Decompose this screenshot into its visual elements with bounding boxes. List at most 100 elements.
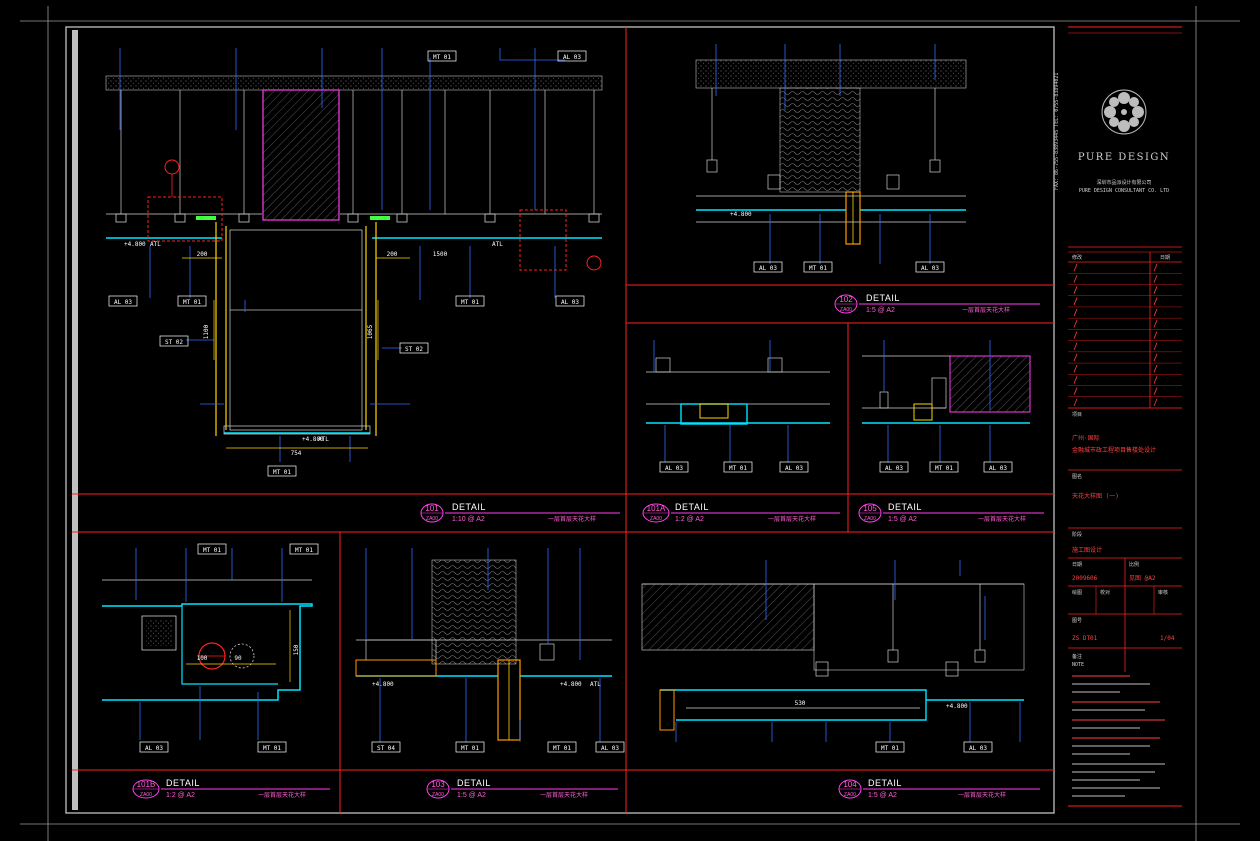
- drawing-name: 天花大样图 (一): [1072, 492, 1119, 500]
- detail-title: 一层首层天花大样: [962, 306, 1010, 314]
- tag-mt01: MT 01: [455, 741, 485, 753]
- date-label: 日期: [1072, 562, 1082, 568]
- drawing-label: 图名: [1072, 473, 1082, 480]
- level-mark: +4.800: [560, 681, 582, 688]
- tag-mt01: MT 01: [723, 461, 753, 473]
- number-label: 图号: [1072, 618, 1082, 624]
- svg-text:MT 01: MT 01: [295, 547, 313, 554]
- dim-100: 100: [197, 655, 208, 662]
- detail-105-drawing: [862, 340, 1031, 462]
- notes-body: [1072, 675, 1165, 797]
- level-mark: +4.800: [730, 211, 752, 218]
- detail-scale: 1:5 @ A2: [866, 307, 895, 314]
- detail-scale: 1:10 @ A2: [452, 516, 485, 523]
- drawn-label: 绘图: [1072, 589, 1082, 596]
- svg-text:MT 01: MT 01: [183, 299, 201, 306]
- detail-title: 一层首层天花大样: [258, 791, 306, 799]
- company-name-en: PURE DESIGN CONSULTANT CO. LTD: [1079, 188, 1169, 194]
- tag-al03: AL 03: [555, 295, 585, 307]
- check-label: 校对: [1100, 589, 1110, 596]
- revision-row: [1068, 308, 1182, 319]
- tag-mt01: MT 01: [177, 295, 207, 307]
- detail-title-105: 105 ZA00 DETAIL 1:5 @ A2 一层首层天花大样: [858, 502, 1044, 523]
- svg-text:ST 02: ST 02: [405, 346, 423, 353]
- revision-row: [1068, 275, 1182, 285]
- dim-200: 200: [387, 251, 398, 258]
- tag-al03: AL 03: [139, 741, 169, 753]
- svg-text:MT 01: MT 01: [461, 745, 479, 752]
- detail-label: DETAIL: [888, 502, 922, 512]
- date-value: 2009606: [1072, 575, 1098, 582]
- tag-st02: ST 02: [159, 335, 189, 347]
- svg-text:MT 01: MT 01: [433, 54, 451, 61]
- tag-mt01: MT 01: [289, 543, 319, 555]
- svg-text:AL 03: AL 03: [601, 745, 619, 752]
- dim-530: 530: [795, 700, 806, 707]
- svg-text:AL 03: AL 03: [114, 299, 132, 306]
- notes-sub: NOTE: [1072, 662, 1084, 668]
- detail-label: DETAIL: [868, 778, 902, 788]
- sheet-number: 1/04: [1160, 635, 1175, 642]
- tag-al03: AL 03: [108, 295, 138, 307]
- stage-label: 阶段: [1072, 531, 1082, 538]
- dim-1500: 1500: [433, 251, 448, 258]
- tag-al03: AL 03: [753, 261, 783, 273]
- atl-mark: ATL: [590, 681, 601, 688]
- detail-number: 101B: [137, 780, 156, 789]
- detail-number: 104: [843, 780, 857, 789]
- detail-number: 101: [425, 504, 439, 513]
- svg-text:AL 03: AL 03: [563, 54, 581, 61]
- revision-row: [1068, 331, 1182, 341]
- tag-al03: AL 03: [779, 461, 809, 473]
- tag-al03: AL 03: [915, 261, 945, 273]
- detail-title: 一层首层天花大样: [548, 515, 596, 523]
- revision-row: [1068, 342, 1182, 353]
- detail-sheet-ref: ZA00: [840, 307, 852, 313]
- atl-mark: ATL: [492, 241, 503, 248]
- scale-value: 见图 @A2: [1129, 575, 1156, 582]
- drawing-number: ZS DT01: [1072, 635, 1098, 642]
- revision-row: [1068, 353, 1182, 364]
- svg-text:MT 01: MT 01: [203, 547, 221, 554]
- revision-rows: [1068, 263, 1182, 409]
- detail-number: 101A: [647, 504, 666, 513]
- svg-text:AL 03: AL 03: [921, 265, 939, 272]
- svg-text:AL 03: AL 03: [969, 745, 987, 752]
- title-block: FAX: 86-755-83893445 TEL: 0755-83894021 …: [1054, 26, 1182, 807]
- detail-104-drawing: [641, 560, 1025, 742]
- detail-103-drawing: [355, 548, 612, 742]
- detail-label: DETAIL: [166, 778, 200, 788]
- sheet-border: [20, 6, 1240, 841]
- atl-mark: ATL: [150, 241, 161, 248]
- project-label: 项目: [1072, 412, 1082, 418]
- dim-1100: 1100: [203, 324, 210, 339]
- tag-st04: ST 04: [371, 741, 401, 753]
- side-contact-text: FAX: 86-755-83893445 TEL: 0755-83894021: [1054, 73, 1060, 190]
- detail-title-101: 101 ZA00 DETAIL 1:10 @ A2 一层首层天花大样: [420, 502, 620, 523]
- detail-sheet-ref: ZA00: [844, 792, 856, 798]
- atl-mark: ATL: [318, 436, 329, 443]
- level-mark: +4.800: [124, 241, 146, 248]
- tag-al03: AL 03: [595, 741, 625, 753]
- detail-sheet-ref: ZA00: [864, 516, 876, 522]
- detail-title-102: 102 ZA00 DETAIL 1:5 @ A2 一层首层天花大样: [834, 293, 1040, 314]
- dim-150: 150: [293, 644, 300, 655]
- detail-title-103: 103 ZA00 DETAIL 1:5 @ A2 一层首层天花大样: [426, 778, 618, 799]
- detail-label: DETAIL: [457, 778, 491, 788]
- revision-row: [1068, 263, 1182, 274]
- detail-title-101b: 101B ZA00 DETAIL 1:2 @ A2 一层首层天花大样: [132, 778, 330, 799]
- tag-mt01: MT 01: [547, 741, 577, 753]
- detail-sheet-ref: ZA00: [140, 792, 152, 798]
- svg-text:AL 03: AL 03: [785, 465, 803, 472]
- tag-mt01: MT 01: [197, 543, 227, 555]
- detail-label: DETAIL: [452, 502, 486, 512]
- level-mark: +4.800: [372, 681, 394, 688]
- revision-header: 修改: [1072, 254, 1082, 261]
- detail-title: 一层首层天花大样: [978, 515, 1026, 523]
- approve-label: 审核: [1158, 589, 1168, 596]
- project-name-line1: 广州·国际: [1072, 434, 1100, 442]
- detail-number: 105: [863, 504, 877, 513]
- svg-text:MT 01: MT 01: [273, 469, 291, 476]
- svg-text:AL 03: AL 03: [561, 299, 579, 306]
- dim-90: 90: [234, 655, 242, 662]
